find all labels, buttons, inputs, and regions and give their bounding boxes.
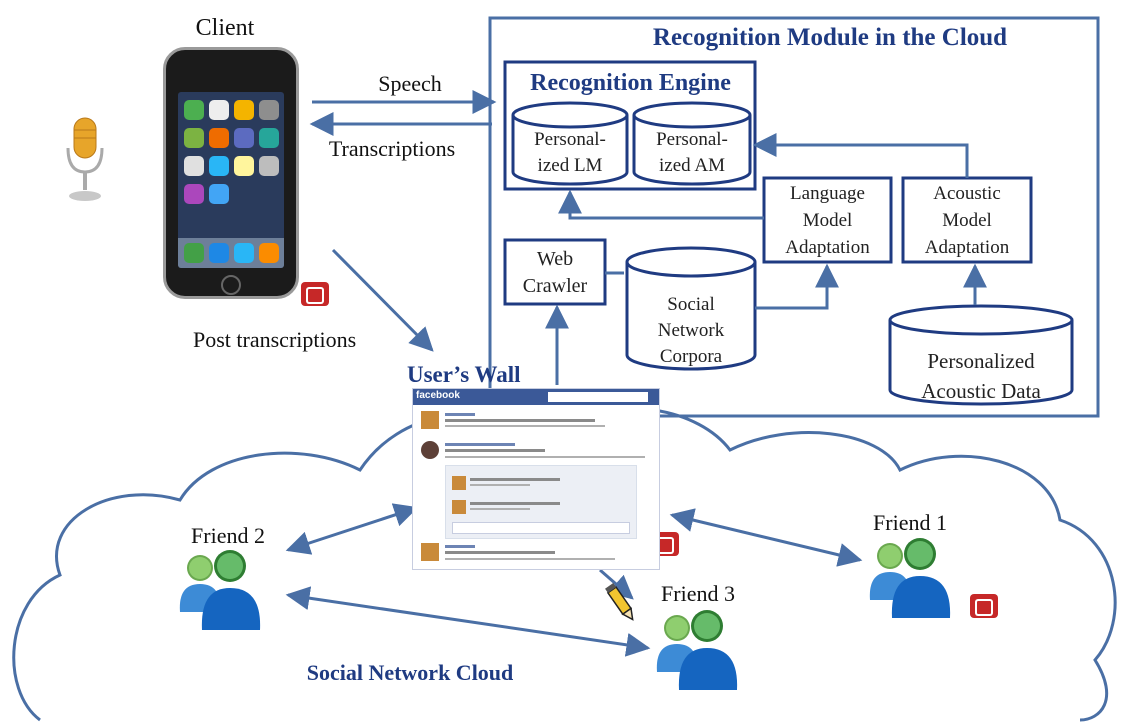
avatar	[421, 411, 439, 429]
friend2-friend3-arrow	[285, 586, 651, 657]
facebook-logo: facebook	[416, 390, 460, 401]
recognition-module-box	[488, 16, 1100, 418]
wall-friend2-arrow	[285, 503, 419, 555]
web-crawler-box	[503, 238, 607, 306]
friend3-label: Friend 3	[661, 581, 735, 606]
post-transcriptions-arrow	[331, 248, 434, 352]
pencil-icon	[605, 583, 634, 621]
client-label: Client	[195, 15, 255, 41]
personalized-acoustic-data-cylinder	[888, 304, 1074, 406]
lm-adaptation-arrow	[558, 189, 764, 220]
speech-label: Speech	[378, 71, 442, 96]
book-icon	[301, 282, 329, 306]
personalized-am-cylinder	[632, 101, 752, 186]
facebook-wall: facebook	[412, 388, 660, 570]
language-model-adaptation-box	[762, 176, 893, 264]
friend2-label: Friend 2	[191, 523, 265, 548]
microphone-icon	[66, 117, 104, 201]
personalized-lm-label: Personal-ized LM	[534, 129, 606, 176]
recognition-engine-title: Recognition Engine	[530, 70, 731, 96]
wall-friend3-arrow	[599, 568, 634, 600]
corpora-to-lm-arrow	[755, 263, 839, 310]
friend1-label: Friend 1	[873, 510, 947, 535]
social-network-cloud-label: Social Network Cloud	[306, 660, 514, 685]
home-button	[221, 275, 241, 295]
am-adaptation-arrow	[752, 133, 969, 178]
book-icon	[970, 594, 998, 618]
avatar	[421, 441, 439, 459]
wall-friend1-arrow	[669, 508, 863, 567]
recognition-engine-box	[503, 60, 757, 191]
users-icon	[656, 610, 738, 690]
users-icon	[869, 538, 951, 618]
avatar	[421, 543, 439, 561]
personalized-lm-cylinder	[511, 101, 629, 186]
smartphone-icon	[163, 47, 299, 299]
users-wall-title: User’s Wall	[407, 362, 521, 387]
phone-screen	[178, 92, 284, 268]
recognition-module-title: Recognition Module in the Cloud	[652, 24, 1008, 51]
comment-thread	[445, 465, 637, 539]
users-icon	[179, 550, 261, 630]
personalized-am-label: Personal-ized AM	[656, 129, 728, 176]
facebook-header-bar: facebook	[413, 389, 659, 405]
post-transcriptions-label: Post transcriptions	[193, 327, 357, 352]
social-network-corpora-cylinder	[625, 246, 757, 371]
transcriptions-label: Transcriptions	[328, 136, 456, 161]
facebook-search-box	[548, 392, 648, 402]
